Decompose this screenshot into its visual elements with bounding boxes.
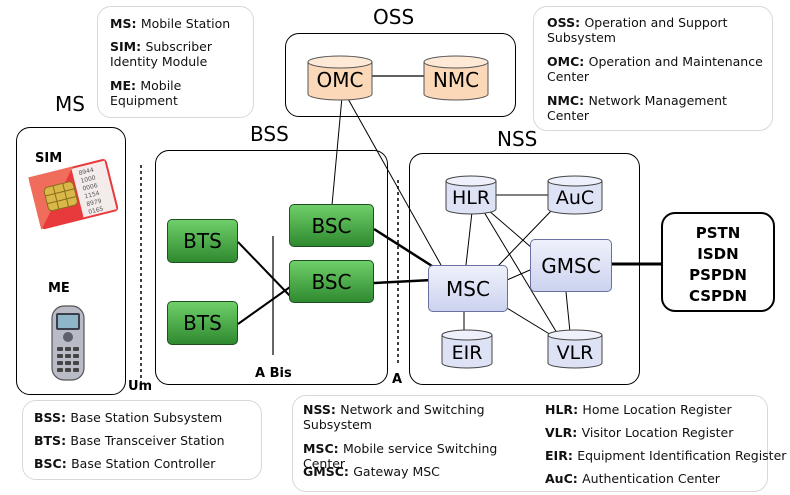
- hlr-vlr-link: [483, 211, 561, 339]
- omc-bsc1-link: [331, 96, 343, 206]
- legend-nss-box: NSS: Network and Switching Subsystem MSC…: [292, 395, 787, 492]
- legend-ms-item: MS: Mobile Station: [110, 16, 231, 31]
- eir-node: EIR: [441, 329, 493, 369]
- auc-label: AuC: [556, 187, 594, 209]
- legend-sim-item: SIM: Subscriber Identity Module: [110, 39, 213, 69]
- legend-omc-item: OMC: Operation and Maintenance Center: [547, 54, 763, 84]
- pstn-label: PSTN: [695, 224, 741, 242]
- isdn-label: ISDN: [697, 245, 739, 263]
- legend-ms-box: MS: Mobile Station SIM: Subscriber Ident…: [97, 6, 254, 118]
- bts2-bsc2-link: [237, 286, 291, 325]
- pspdn-label: PSPDN: [689, 266, 747, 284]
- nss-title: NSS: [497, 127, 538, 151]
- mobile-phone-icon: [51, 305, 85, 381]
- sim-number-5: 0165: [88, 205, 105, 216]
- bsc-node-1: BSC: [289, 204, 374, 247]
- omc-node: OMC: [307, 55, 373, 101]
- omc-label: OMC: [317, 68, 364, 92]
- hlr-msc-link: [465, 211, 473, 266]
- legend-nmc-item: NMC: Network Management Center: [547, 93, 727, 123]
- um-label: Um: [128, 379, 153, 394]
- gmsc-label: GMSC: [541, 253, 601, 278]
- sim-number-0: 8944: [78, 167, 95, 178]
- omc-msc-link: [346, 96, 442, 266]
- hlr-gmsc-link: [487, 209, 533, 249]
- legend-me-item: ME: Mobile Equipment: [110, 78, 182, 108]
- legend-auc-item: AuC: Authentication Center: [545, 471, 720, 486]
- msc-vlr-link: [501, 304, 557, 339]
- legend-bss-box: BSS: Base Station Subsystem BTS: Base Tr…: [22, 400, 262, 480]
- legend-vlr-item: VLR: Visitor Location Register: [545, 425, 734, 440]
- legend-oss-item: OSS: Operation and Support Subsystem: [547, 15, 728, 45]
- bsc-node-2: BSC: [289, 260, 374, 303]
- hlr-node: HLR: [445, 175, 497, 215]
- cspdn-label: CSPDN: [688, 287, 748, 305]
- legend-bss-item: BSS: Base Station Subsystem: [34, 410, 223, 425]
- sim-number-3: 1154: [84, 190, 101, 201]
- vlr-label: VLR: [557, 342, 594, 364]
- bsc2-msc-link: [373, 278, 433, 285]
- me-label: ME: [48, 281, 70, 296]
- a-interface-label: A: [392, 372, 403, 387]
- external-networks-box: PSTN ISDN PSPDN CSPDN: [661, 212, 775, 312]
- gmsc-node: GMSC: [530, 239, 612, 292]
- sim-number-1: 1000: [80, 174, 97, 185]
- auc-msc-link: [497, 209, 553, 267]
- nmc-node: NMC: [423, 55, 489, 101]
- sim-label: SIM: [35, 151, 63, 166]
- legend-eir-item: EIR: Equipment Identification Register: [545, 448, 787, 463]
- vlr-node: VLR: [547, 329, 603, 369]
- hlr-label: HLR: [452, 187, 490, 209]
- legend-nss-item: NSS: Network and Switching Subsystem: [303, 402, 485, 432]
- msc-gmsc-link: [506, 269, 531, 281]
- legend-bsc-item: BSC: Base Station Controller: [34, 456, 216, 471]
- msc-label: MSC: [446, 276, 490, 301]
- eir-label: EIR: [452, 342, 483, 364]
- legend-hlr-item: HLR: Home Location Register: [545, 402, 732, 417]
- sim-card-icon: 8944 1000 0006 1154 8979 0165: [28, 159, 119, 230]
- bsc1-msc-link: [373, 227, 433, 268]
- bts1-bsc2-link: [237, 241, 291, 297]
- legend-msc-item: MSC: Mobile service Switching Center: [303, 441, 498, 471]
- sim-number-4: 8979: [86, 198, 103, 209]
- bss-title: BSS: [250, 122, 289, 146]
- ms-title: MS: [55, 92, 85, 116]
- bss-container: [155, 150, 388, 385]
- oss-title: OSS: [373, 5, 415, 29]
- bts-node-2: BTS: [167, 301, 238, 345]
- legend-bts-item: BTS: Base Transceiver Station: [34, 433, 225, 448]
- sim-number-2: 0006: [82, 182, 99, 193]
- auc-node: AuC: [547, 175, 603, 215]
- gmsc-vlr-link: [565, 291, 571, 333]
- msc-node: MSC: [428, 265, 508, 312]
- nmc-label: NMC: [433, 68, 479, 92]
- bts-node-1: BTS: [167, 219, 238, 263]
- legend-oss-box: OSS: Operation and Support Subsystem OMC…: [533, 6, 773, 131]
- abis-label: A Bis: [255, 366, 292, 381]
- legend-gmsc-item: GMSC: Gateway MSC: [303, 464, 440, 479]
